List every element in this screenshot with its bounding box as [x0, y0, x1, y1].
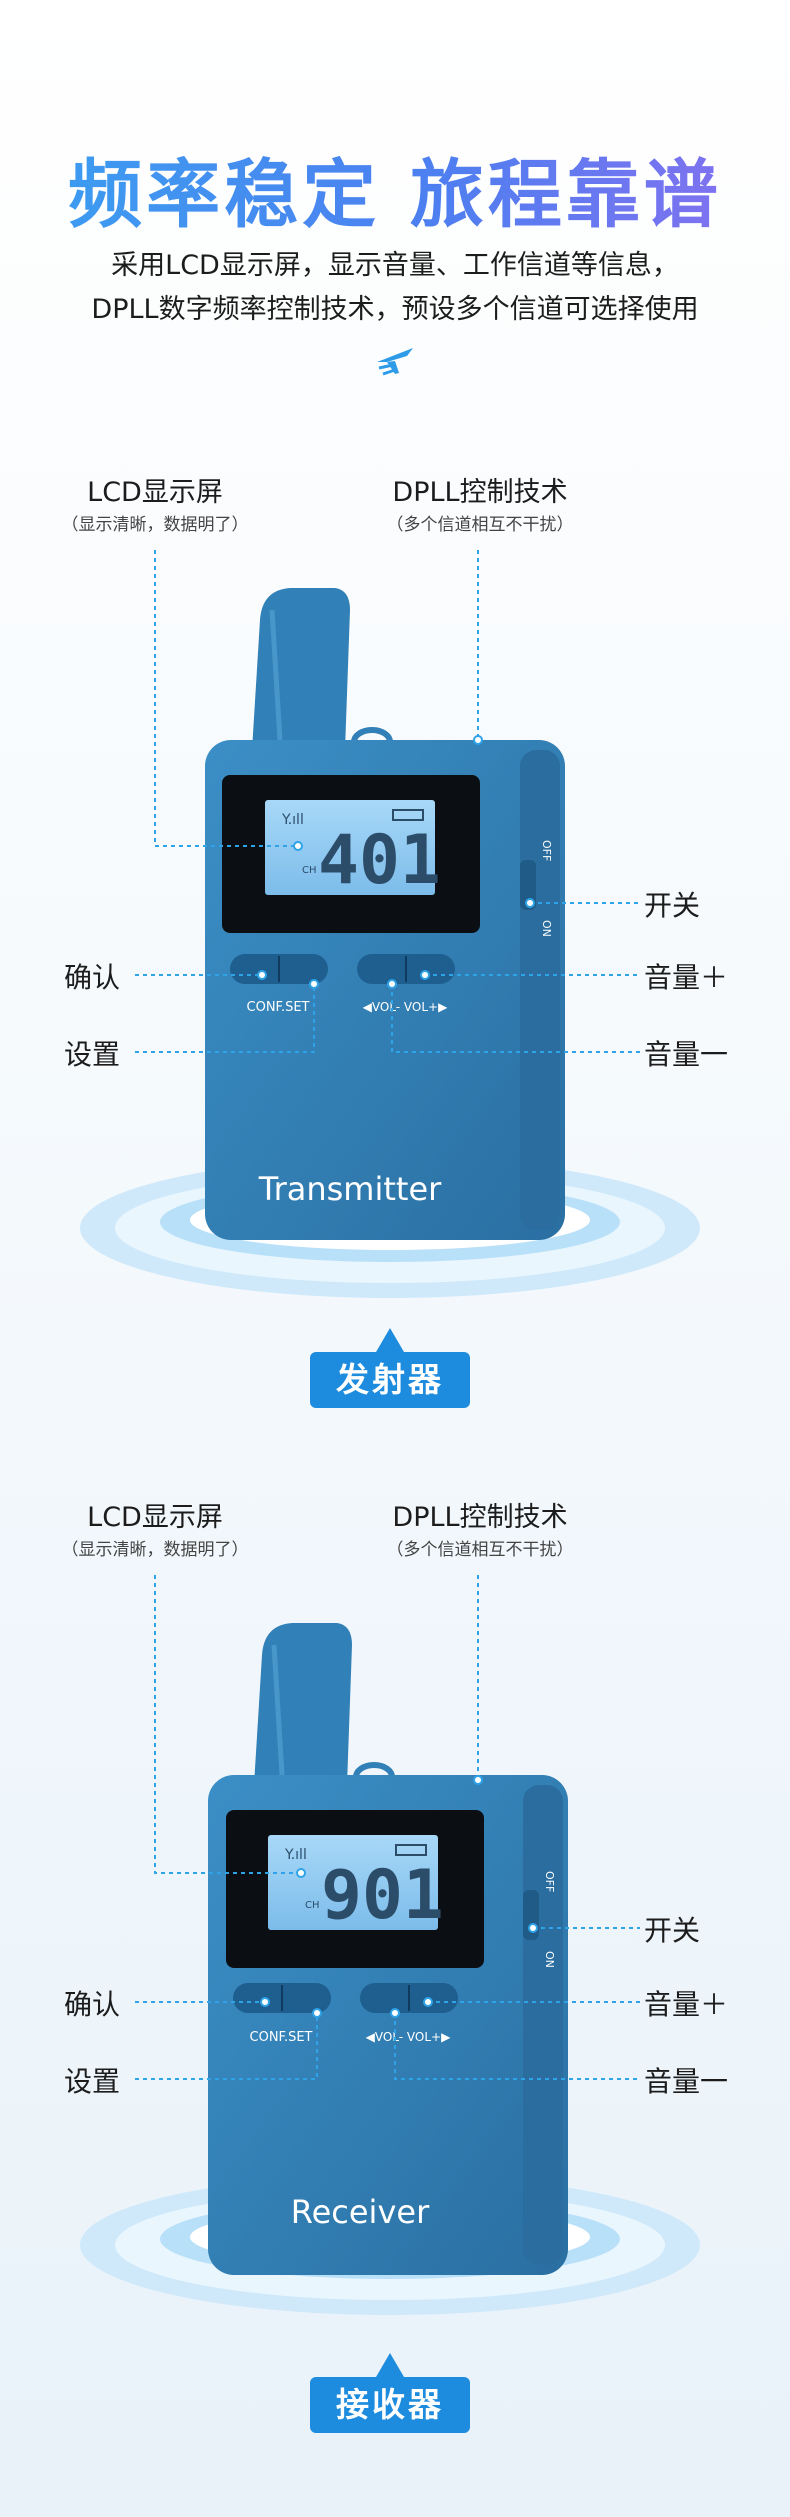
- subtitle-line-2: DPLL数字频率控制技术，预设多个信道可选择使用: [91, 294, 699, 325]
- power-switch[interactable]: [520, 860, 536, 910]
- transmitter-illustration: Y.ıll CH 401 OFF ON CONF.SET ◀VOL- VOL+▶…: [80, 550, 700, 1298]
- volume-up-label: 音量＋: [644, 1988, 729, 2021]
- confirm-label: 确认: [64, 961, 121, 994]
- antenna: [252, 588, 350, 750]
- callout-dots: [257, 735, 535, 989]
- dpll-callout-title: DPLL控制技术: [392, 477, 568, 508]
- volume-up-label: 音量＋: [644, 961, 729, 994]
- receiver-section: Y.ıll CH 901 OFF ON CONF.SET ◀VOL- VOL+▶…: [0, 1495, 790, 2495]
- vol-label: ◀VOL- VOL+▶: [366, 2030, 451, 2044]
- dpll-callout-title: DPLL控制技术: [392, 1502, 568, 1533]
- page-title: 频率稳定 旅程靠谱: [0, 135, 790, 242]
- device-side: [523, 1785, 563, 2265]
- callout-lines: [135, 1575, 640, 2080]
- airplane-icon: [373, 340, 417, 380]
- lcd-callout-note: （显示清晰，数据明了）: [61, 1540, 249, 1560]
- switch-on-label: ON: [540, 920, 553, 937]
- receiver-badge: 接收器: [310, 2353, 470, 2433]
- settings-label: 设置: [64, 1038, 121, 1071]
- device-model-text: Receiver: [291, 2193, 430, 2231]
- dpll-callout-note: （多个信道相互不干扰）: [386, 515, 574, 535]
- power-switch-label: 开关: [644, 1914, 701, 1947]
- receiver-illustration: Y.ıll CH 901 OFF ON CONF.SET ◀VOL- VOL+▶…: [80, 1575, 700, 2315]
- lcd-channel-digits: 401: [318, 821, 441, 900]
- callout-lines: [135, 550, 640, 1053]
- lcd-callout-title: LCD显示屏: [87, 1502, 223, 1533]
- lcd-ch-label: CH: [305, 1900, 320, 1911]
- lcd-display: [265, 800, 435, 895]
- lcd-channel-digits: 901: [321, 1856, 444, 1935]
- lcd-display: [268, 1835, 438, 1930]
- confirm-label: 确认: [64, 1988, 121, 2021]
- switch-on-label: ON: [543, 1951, 556, 1968]
- lcd-callout-title: LCD显示屏: [87, 477, 223, 508]
- lcd-ch-label: CH: [302, 865, 317, 876]
- transmitter-badge: 发射器: [310, 1328, 470, 1408]
- volume-down-label: 音量一: [644, 1038, 729, 1071]
- callout-dots: [260, 1775, 538, 2018]
- power-switch-label: 开关: [644, 889, 701, 922]
- volume-down-label: 音量一: [644, 2065, 729, 2098]
- vol-label: ◀VOL- VOL+▶: [363, 1000, 448, 1014]
- conf-set-label: CONF.SET: [247, 1000, 310, 1015]
- device-side: [520, 750, 560, 1230]
- lcd-callout-note: （显示清晰，数据明了）: [61, 515, 249, 535]
- svg-text:Y.ıll: Y.ıll: [281, 812, 304, 828]
- switch-off-label: OFF: [543, 1871, 556, 1892]
- conf-set-label: CONF.SET: [250, 2030, 313, 2045]
- subtitle-line-1: 采用LCD显示屏，显示音量、工作信道等信息，: [111, 250, 679, 281]
- device-model-text: Transmitter: [258, 1170, 442, 1208]
- antenna: [254, 1623, 352, 1785]
- transmitter-section: Y.ıll CH 401 OFF ON CONF.SET ◀VOL- VOL+▶…: [0, 470, 790, 1420]
- dpll-callout-note: （多个信道相互不干扰）: [386, 1540, 574, 1560]
- switch-off-label: OFF: [540, 840, 553, 861]
- svg-text:Y.ıll: Y.ıll: [284, 1847, 307, 1863]
- settings-label: 设置: [64, 2065, 121, 2098]
